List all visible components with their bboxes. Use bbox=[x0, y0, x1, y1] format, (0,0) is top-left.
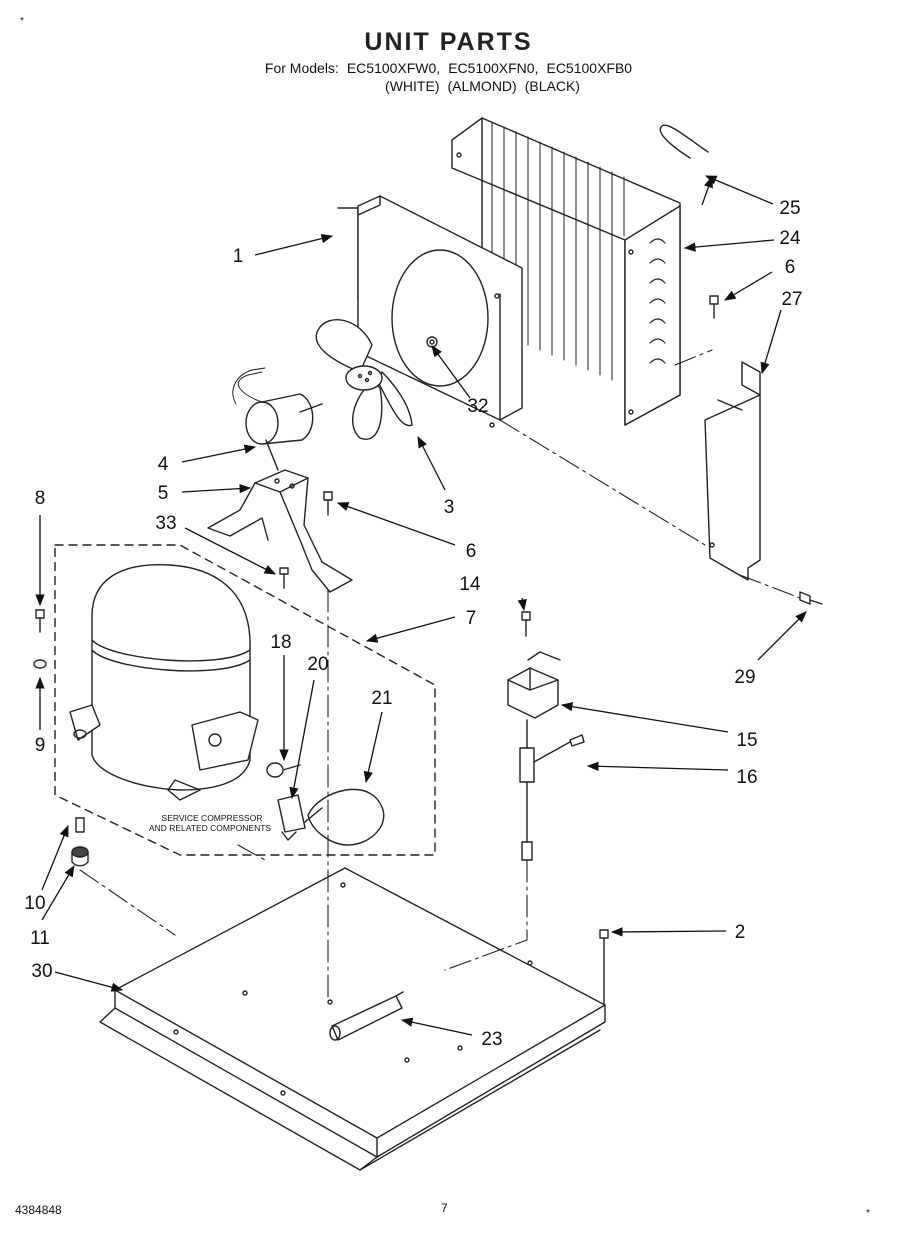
document-part-number: 4384848 bbox=[15, 1203, 62, 1217]
callout-label: 3 bbox=[444, 497, 455, 518]
grommet bbox=[71, 846, 89, 867]
base-pan bbox=[99, 867, 606, 1171]
sleeve bbox=[75, 817, 85, 833]
side-panel bbox=[704, 361, 761, 581]
callout-label: 25 bbox=[779, 198, 800, 219]
leader-arrow bbox=[417, 435, 446, 491]
compressor bbox=[69, 564, 259, 801]
fan-motor bbox=[232, 367, 323, 471]
leader-arrow bbox=[586, 761, 729, 771]
callout-label: 15 bbox=[736, 730, 757, 751]
corner-mark-top: * bbox=[20, 16, 24, 27]
leader-arrow bbox=[184, 527, 277, 575]
callout-label: 2 bbox=[735, 922, 746, 943]
leader-arrow bbox=[41, 824, 69, 891]
leader-arrow bbox=[254, 233, 334, 256]
callout-label: 32 bbox=[467, 396, 488, 417]
callout-label: 30 bbox=[31, 961, 52, 982]
callout-label: 27 bbox=[781, 289, 802, 310]
leader-arrow bbox=[363, 711, 383, 784]
screw bbox=[799, 591, 823, 605]
capacitor-bracket bbox=[507, 651, 561, 719]
fan-shroud bbox=[337, 195, 523, 428]
model-number: EC5100XFB0 bbox=[546, 60, 633, 76]
screw bbox=[521, 611, 531, 637]
screw bbox=[709, 295, 719, 319]
corner-mark-bottom: * bbox=[866, 1208, 870, 1219]
screw bbox=[323, 491, 333, 516]
model-list: For Models: EC5100XFW0, EC5100XFN0, EC5100X… bbox=[0, 60, 897, 76]
color-label: (ALMOND) bbox=[447, 78, 517, 94]
tube bbox=[659, 124, 709, 159]
model-number: EC5100XFW0, bbox=[346, 60, 441, 76]
leader-arrow bbox=[760, 309, 782, 375]
leader-arrow bbox=[41, 864, 75, 921]
color-label: (WHITE) bbox=[385, 78, 440, 94]
leader-arrow bbox=[336, 502, 456, 546]
leader-arrow bbox=[683, 239, 775, 252]
leader-arrow bbox=[701, 175, 713, 206]
callout-label: 21 bbox=[371, 688, 392, 709]
callout-label: 33 bbox=[155, 513, 176, 534]
leader-arrow bbox=[181, 483, 252, 494]
color-list: (WHITE) (ALMOND) (BLACK) bbox=[0, 78, 897, 94]
leader-arrow bbox=[365, 616, 456, 643]
callout-label: 8 bbox=[35, 488, 46, 509]
overload bbox=[266, 762, 301, 778]
callout-label: 29 bbox=[734, 667, 755, 688]
fan-blade bbox=[315, 319, 413, 440]
callout-label: 6 bbox=[466, 541, 477, 562]
motor-bracket bbox=[207, 469, 353, 593]
page-title: UNIT PARTS bbox=[364, 28, 533, 56]
filter-drier bbox=[329, 991, 404, 1041]
callout-label: 16 bbox=[736, 767, 757, 788]
screw bbox=[279, 567, 289, 589]
leader-arrow bbox=[610, 927, 727, 937]
leader-arrow bbox=[517, 597, 527, 612]
models-prefix: For Models: bbox=[264, 60, 339, 76]
screw bbox=[599, 929, 609, 1006]
callout-label: 6 bbox=[785, 257, 796, 278]
leader-arrow bbox=[431, 345, 471, 399]
leader-arrow bbox=[704, 175, 774, 205]
terminal-cover bbox=[304, 788, 385, 846]
callout-label: 14 bbox=[459, 574, 481, 595]
callout-label: 7 bbox=[466, 608, 477, 629]
page-number: 7 bbox=[441, 1201, 448, 1215]
callout-label: 4 bbox=[158, 454, 169, 475]
leader-arrow bbox=[289, 679, 315, 800]
leader-arrow bbox=[560, 702, 729, 733]
leader-arrow bbox=[181, 444, 257, 463]
color-label: (BLACK) bbox=[524, 78, 580, 94]
callout-label: 20 bbox=[307, 654, 328, 675]
leader-arrow bbox=[723, 271, 773, 301]
screw bbox=[35, 609, 45, 633]
callout-label: 23 bbox=[481, 1029, 502, 1050]
callout-label: 24 bbox=[779, 228, 801, 249]
leader-arrow bbox=[400, 1017, 473, 1036]
service-note-line: AND RELATED COMPONENTS bbox=[149, 823, 271, 833]
callout-label: 11 bbox=[30, 928, 50, 949]
relay bbox=[277, 794, 306, 841]
callout-label: 1 bbox=[233, 246, 244, 267]
callout-label: 5 bbox=[158, 483, 169, 504]
callout-label: 10 bbox=[24, 893, 45, 914]
callout-label: 18 bbox=[270, 632, 291, 653]
drier bbox=[519, 719, 585, 861]
washer bbox=[33, 659, 47, 669]
compressor-service-boundary bbox=[54, 544, 436, 856]
leader-arrow bbox=[54, 971, 124, 992]
leader-arrow bbox=[757, 611, 807, 661]
model-number: EC5100XFN0, bbox=[448, 60, 539, 76]
callout-label: 9 bbox=[35, 735, 46, 756]
service-note-line: SERVICE COMPRESSOR bbox=[162, 813, 263, 823]
condenser-coil bbox=[451, 117, 681, 426]
